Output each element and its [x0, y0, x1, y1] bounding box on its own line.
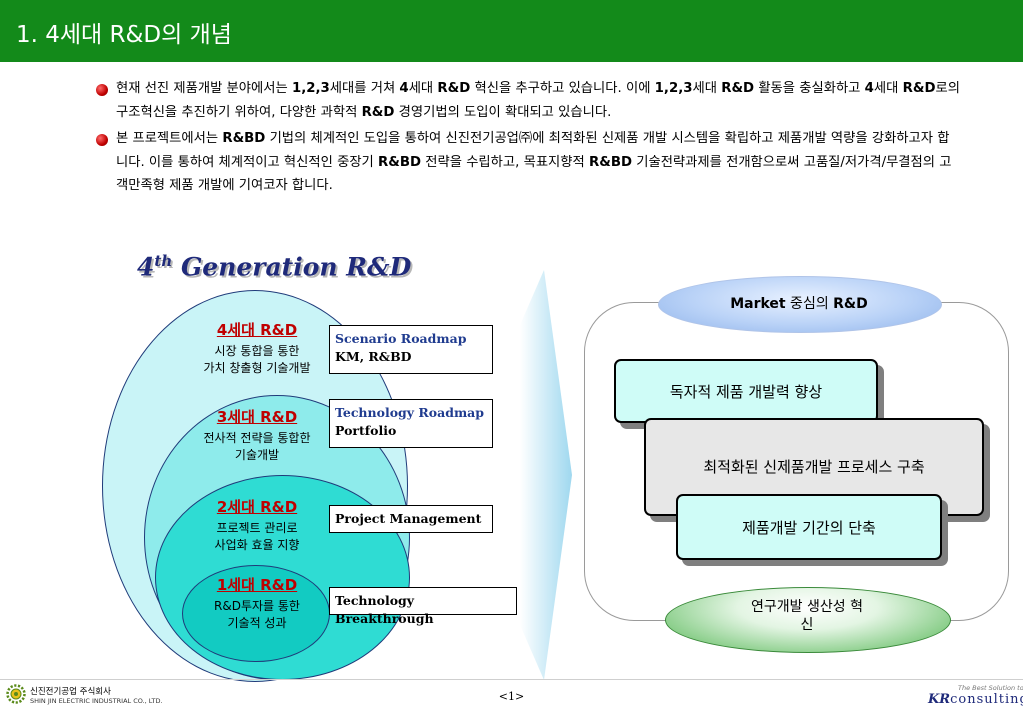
goal-box-1: 독자적 제품 개발력 향상 — [614, 359, 878, 423]
gen1-circle — [182, 565, 330, 662]
gen1-title: 1세대 R&D — [216, 576, 298, 594]
header-bar — [0, 0, 1023, 62]
gen2-methods-box: Project Management — [329, 505, 493, 533]
page-title: 1. 4세대 R&D의 개념 — [16, 22, 232, 48]
bullet-icon — [96, 84, 108, 96]
page-number: <1> — [498, 690, 525, 703]
gen4-methods-box: Scenario Roadmap KM, R&BD — [329, 325, 493, 374]
company-name-korean: 신진전기공업 주식회사 — [30, 687, 111, 697]
generation-heading: 4th Generation R&D — [137, 252, 412, 282]
company-gear-logo-icon — [6, 684, 26, 704]
gen4-title: 4세대 R&D — [216, 321, 298, 339]
market-focus-ellipse — [658, 276, 942, 333]
company-name-english: SHIN JIN ELECTRIC INDUSTRIAL CO., LTD. — [30, 697, 163, 705]
productivity-ellipse — [665, 587, 951, 653]
footer-divider — [0, 679, 1023, 680]
consulting-logo: KRconsulting — [928, 692, 1023, 707]
right-arrow-icon — [520, 270, 572, 680]
intro-paragraph-1: 현재 선진 제품개발 분야에서는 1,2,3세대를 거쳐 4세대 R&D 혁신을… — [116, 81, 960, 120]
goal-box-3: 제품개발 기간의 단축 — [676, 494, 942, 560]
consulting-tagline: The Best Solution to You — [958, 684, 1023, 692]
gen1-methods-box: Technology Breakthrough — [329, 587, 517, 626]
gen2-title: 2세대 R&D — [216, 498, 298, 516]
market-focus-label: Market 중심의 R&D — [730, 296, 868, 312]
gen3-title: 3세대 R&D — [216, 408, 298, 426]
bullet-icon — [96, 134, 108, 146]
gen3-methods-box: Technology Roadmap Portfolio — [329, 399, 493, 448]
intro-paragraph-2: 본 프로젝트에서는 R&BD 기법의 체계적인 도입을 통하여 신진전기공업㈜에… — [116, 131, 952, 193]
